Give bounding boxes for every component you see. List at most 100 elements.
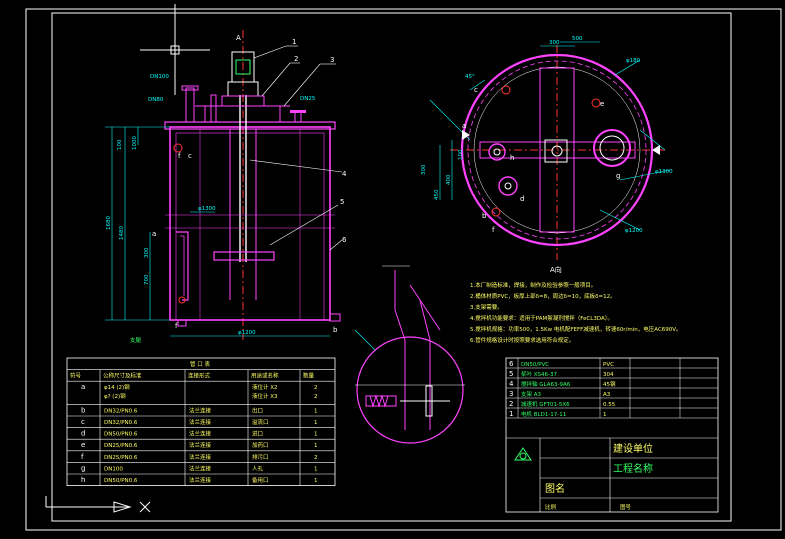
plan-dim-400: 400 (446, 174, 452, 185)
note-line-6: 6.管件规格设计时按照要求选用符合规定。 (470, 336, 574, 344)
dim-300: 300 (144, 247, 150, 258)
part-1-0: 5 (509, 370, 513, 378)
dim-100: 100 (117, 139, 123, 150)
nozzle-cell-0-1-0: φ14 (2)钢 (104, 383, 130, 391)
part-3-0: 3 (509, 390, 513, 398)
nozzle-cell-5-2: 法兰连接 (189, 453, 212, 461)
note-line-5: 5.搅拌机规格：功率500，1.5Kw 电机配FEFF减速机，转速60r/min… (470, 325, 682, 333)
part-2-3: 45钢 (603, 380, 616, 388)
nozzle-cell-6-0: g (81, 464, 85, 472)
nozzle-cell-3-4: 1 (314, 432, 318, 438)
nozzle-cell-2-2: 法兰连接 (189, 418, 212, 426)
part-1-1: 桨叶 XS46-37 (521, 370, 557, 378)
part-3-3: A3 (603, 392, 611, 398)
nozzle-cell-3-1: DN50/PN0.6 (104, 432, 138, 438)
nozzle-table-header-3: 用途或名称 (251, 372, 279, 380)
title-drawing-name: 图名 (545, 482, 565, 495)
nozzle-cell-4-3: 加药口 (252, 441, 269, 449)
title-block: 6 DN50/PVC PVC 5 桨叶 XS46-37 304 4 搅拌轴 GLA63-9A6… (505, 357, 719, 513)
section-mark: A (236, 34, 241, 42)
nozzle-cell-4-4: 1 (314, 443, 318, 449)
nozzle-cell-2-0: c (81, 418, 85, 426)
plan-dim-300: 300 (549, 40, 560, 46)
plan-dim-phi180: φ180 (626, 58, 641, 64)
plan-view (429, 41, 671, 260)
part-0-1: DN50/PVC (521, 362, 549, 368)
nozzle-table-header-0: 符号 (70, 372, 82, 380)
crosshair-cursor-icon (140, 4, 210, 95)
nozzle-cell-4-0: e (81, 441, 85, 449)
nozzle-table-header-1: 公称尺寸及标准 (103, 372, 142, 380)
nozzle-cell-0-4-0: 2 (314, 385, 318, 391)
nozzle-cell-2-3: 溢流口 (252, 418, 269, 426)
note-leg: 支腿 (130, 336, 142, 344)
part-4-3: 0.55 (603, 402, 616, 408)
part-2-1: 搅拌轴 GLA63-9A6 (521, 380, 571, 388)
dim-700: 700 (144, 274, 150, 285)
nozzle-cell-6-4: 1 (314, 466, 318, 472)
plan-dim-500: 500 (572, 36, 583, 42)
plan-dim-45: 45° (465, 74, 475, 80)
nozzle-cell-7-0: h (81, 476, 85, 484)
technical-notes: 1.本厂制造标准，焊接，制作及检验参照一般项目。 2.桶体材质PVC，板厚上部δ=… (470, 281, 682, 344)
nozzle-cell-5-0: f (81, 453, 84, 461)
plan-letter-b: b (482, 212, 487, 220)
part-0-3: PVC (603, 362, 614, 368)
plan-letter-d: d (520, 195, 524, 203)
nozzle-cell-0-4-1: 2 (314, 394, 318, 400)
nozzle-cell-0-0: a (81, 383, 85, 391)
detail-view: ​ (354, 265, 465, 444)
nozzle-cell-6-3: 人孔 (252, 464, 264, 472)
nozzle-cell-0-3-1: 液位计 X3 (252, 392, 278, 400)
note-line-4: 4.搅拌机功能要求：适用于PAM絮凝剂搅拌（FeCL3DA）。 (470, 314, 613, 322)
dim-dn80: DN80 (148, 97, 164, 103)
note-line-1: 1.本厂制造标准，焊接，制作及检验参照一般项目。 (470, 281, 596, 289)
part-0-0: 6 (509, 360, 514, 368)
nozzle-cell-3-3: 进口 (252, 430, 263, 438)
callout-6: 6 (342, 236, 347, 244)
nozzle-cell-1-3: 出口 (252, 406, 263, 414)
company-logo-icon (514, 447, 532, 461)
nozzle-cell-7-2: 法兰连接 (189, 476, 212, 484)
nozzle-cell-5-3: 排污口 (252, 453, 269, 461)
plan-dim-phi1200: φ1200 (625, 228, 643, 234)
dim-phi1300: φ1300 (198, 206, 216, 212)
callout-1: 1 (292, 38, 296, 46)
part-4-1: 减速机 GFT01-5X6 (521, 400, 570, 408)
callout-2: 2 (294, 55, 298, 63)
note-line-2: 2.桶体材质PVC，板厚上部δ=8，周边δ=10，底板δ=12。 (470, 292, 616, 300)
nozzle-cell-1-2: 法兰连接 (189, 406, 212, 414)
nozzle-cell-7-4: 1 (314, 478, 318, 484)
callout-3: 3 (330, 56, 334, 64)
nozzle-cell-3-0: d (81, 430, 85, 438)
plan-dim-300b: 300 (421, 164, 427, 175)
note-line-3: 3.支架需要。 (470, 303, 503, 311)
nozzle-cell-5-4: 2 (314, 455, 318, 461)
nozzle-table-title: 管 口 表 (190, 360, 210, 368)
part-5-1: 电机 BLD1-17-11 (521, 410, 566, 418)
plan-letter-h: h (510, 154, 514, 162)
part-2-0: 4 (509, 380, 514, 388)
tank-cover (164, 121, 336, 130)
nozzle-cell-1-4: 1 (314, 408, 318, 414)
part-1-3: 304 (603, 372, 614, 378)
nozzle-table-header-4: 数量 (303, 372, 315, 380)
nozzle-label-f-top: f (178, 152, 181, 160)
nozzle-cell-2-1: DN32/PN0.6 (104, 420, 138, 426)
nozzle-cell-3-2: 法兰连接 (189, 430, 212, 438)
part-3-1: 支架 A3 (521, 390, 542, 398)
part-5-3: 1 (603, 412, 607, 418)
nozzle-cell-1-1: DN32/PN0.6 (104, 408, 138, 414)
dim-dn100: DN100 (150, 74, 169, 80)
inner-frame (51, 12, 732, 522)
plan-letter-f: f (492, 226, 495, 234)
plan-dim-100: 100 (458, 149, 464, 160)
nozzle-cell-6-1: DN100 (104, 466, 123, 472)
nozzle-label-f-bottom: f (175, 322, 178, 330)
title-project: 工程名称 (613, 462, 653, 475)
